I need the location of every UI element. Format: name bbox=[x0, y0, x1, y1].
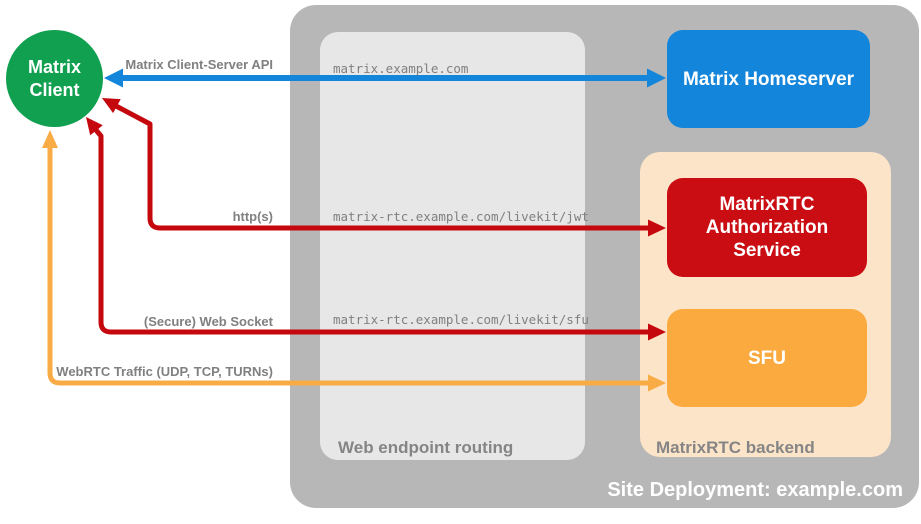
client-server-api-arrowhead-left bbox=[104, 68, 123, 88]
matrixrtc-backend-caption: MatrixRTC backend bbox=[656, 438, 815, 457]
websocket-arrowhead-client bbox=[86, 117, 103, 136]
webrtc-arrowhead-client bbox=[42, 130, 58, 148]
web-endpoint-routing-panel bbox=[320, 32, 585, 460]
route-url-livekit-jwt: matrix-rtc.example.com/livekit/jwt bbox=[333, 209, 589, 224]
https-arrowhead-client bbox=[102, 98, 121, 114]
web-endpoint-routing-caption: Web endpoint routing bbox=[338, 438, 514, 457]
client-server-api-label: Matrix Client-Server API bbox=[125, 57, 273, 72]
route-url-livekit-sfu: matrix-rtc.example.com/livekit/sfu bbox=[333, 312, 589, 327]
route-url-homeserver: matrix.example.com bbox=[333, 61, 469, 76]
node-matrixrtc-authorization-service: MatrixRTC Authorization Service bbox=[667, 178, 867, 277]
node-matrix-homeserver: Matrix Homeserver bbox=[667, 30, 870, 128]
websocket-label: (Secure) Web Socket bbox=[143, 314, 273, 329]
webrtc-traffic-label: WebRTC Traffic (UDP, TCP, TURNs) bbox=[56, 364, 273, 379]
https-label: http(s) bbox=[232, 209, 273, 224]
node-sfu: SFU bbox=[667, 309, 867, 407]
site-deployment-caption: Site Deployment: example.com bbox=[607, 479, 903, 501]
node-matrix-client: Matrix Client bbox=[6, 30, 103, 127]
